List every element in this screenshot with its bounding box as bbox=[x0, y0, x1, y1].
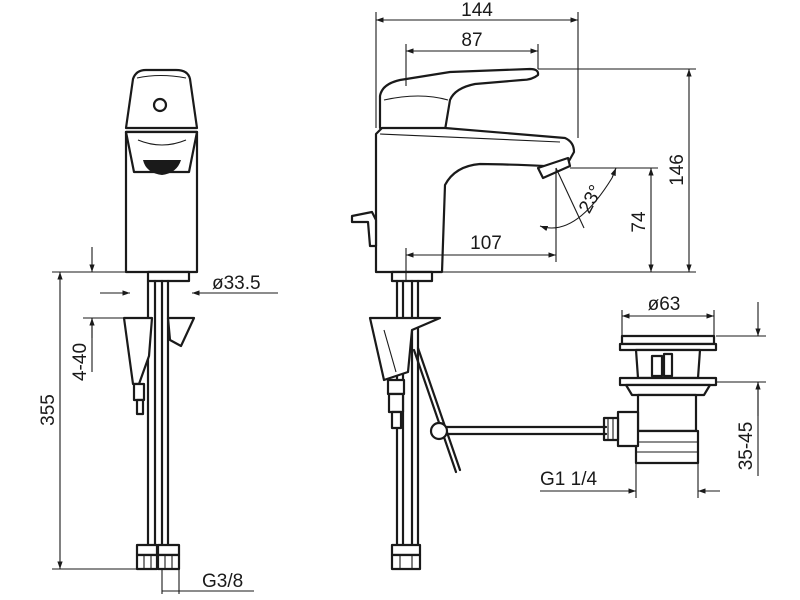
dim-spout-reach: 87 bbox=[461, 30, 482, 51]
dim-hose-length: 355 bbox=[38, 394, 59, 426]
front-dimensions: 4-40 355 ø33.5 G3/8 bbox=[38, 247, 278, 594]
dim-height-total: 146 bbox=[667, 154, 688, 186]
dim-waste-diameter: ø63 bbox=[648, 294, 681, 315]
dim-waste-thread: G1 1/4 bbox=[540, 469, 597, 490]
supply-hoses bbox=[135, 279, 181, 571]
dim-hose-thread: G3/8 bbox=[202, 571, 243, 592]
dim-waste-height: 35-45 bbox=[736, 422, 757, 471]
dim-mount-thickness: 4-40 bbox=[70, 343, 91, 381]
waste-dimensions: ø63 35-45 G1 1/4 bbox=[540, 294, 766, 498]
dim-height-outlet: 74 bbox=[629, 211, 650, 233]
side-lever bbox=[378, 67, 540, 132]
dim-outlet-reach: 107 bbox=[470, 233, 502, 254]
waste-cap bbox=[620, 334, 716, 346]
waste-fitting bbox=[429, 334, 718, 465]
dim-width-overall: 144 bbox=[461, 0, 493, 21]
side-view bbox=[350, 67, 576, 571]
dim-body-diameter: ø33.5 bbox=[212, 273, 261, 294]
dim-spout-angle: 23° bbox=[575, 182, 607, 217]
rod-joint-icon bbox=[429, 421, 449, 441]
front-mounting-bracket bbox=[122, 316, 154, 386]
handle-screw-icon bbox=[152, 97, 168, 113]
front-view bbox=[122, 68, 199, 571]
side-mounting-bracket bbox=[368, 316, 442, 382]
